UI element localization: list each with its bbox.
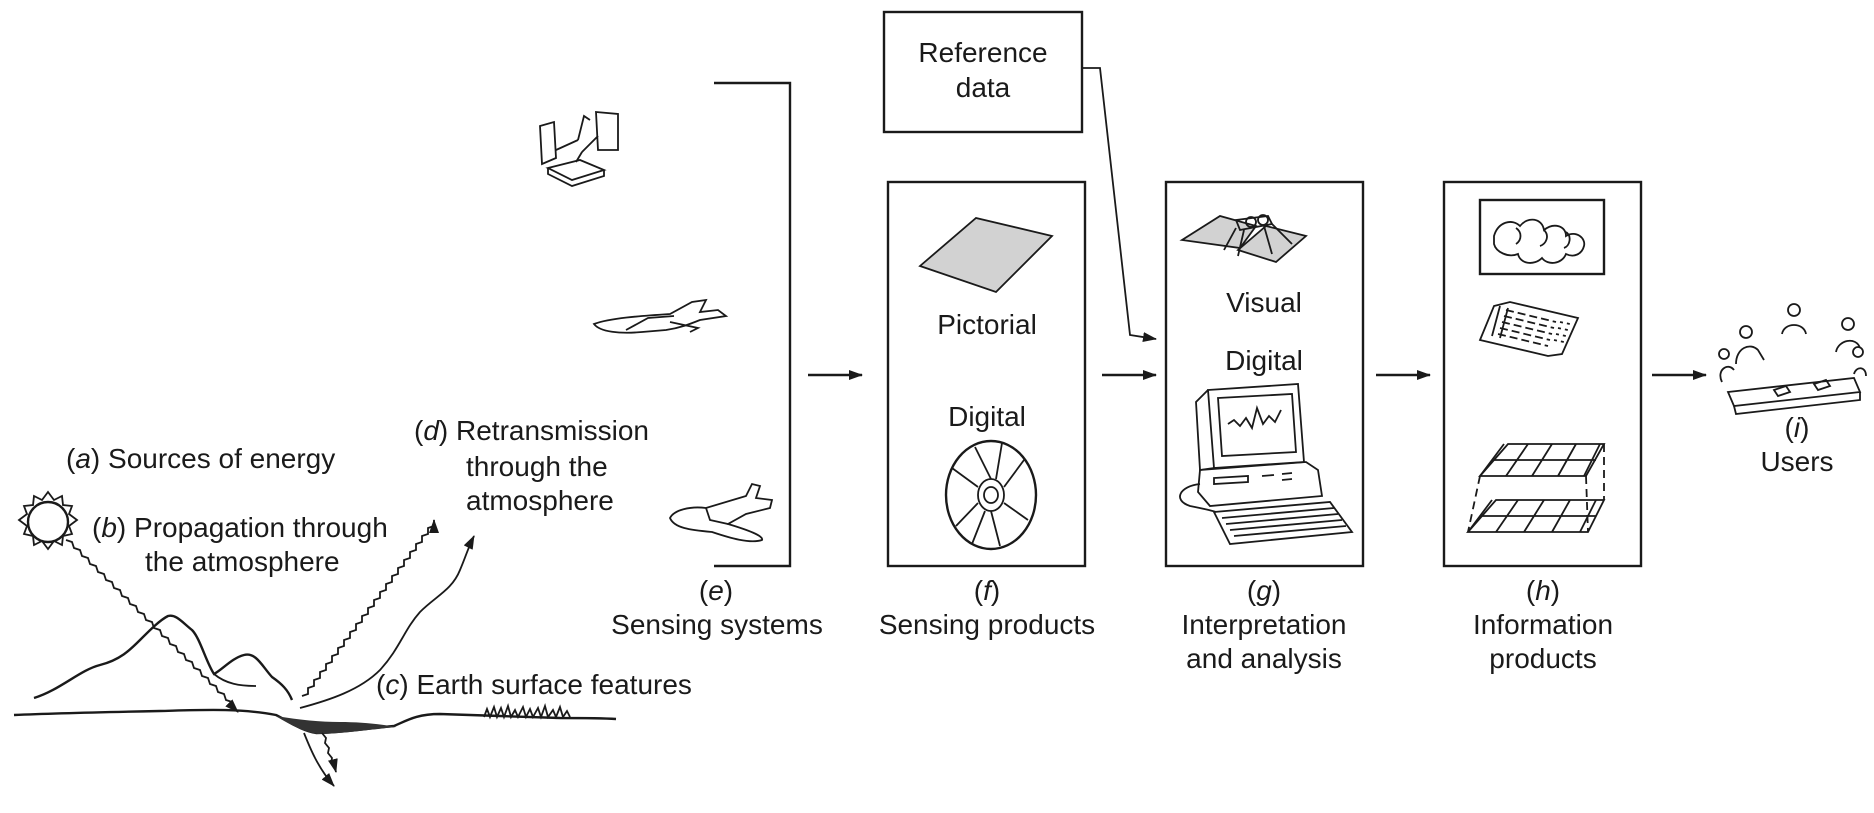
reference-line2: data bbox=[956, 72, 1011, 103]
products-digital: Digital bbox=[948, 401, 1026, 432]
label-h-line1: Information bbox=[1473, 609, 1613, 640]
label-i-text: Users bbox=[1760, 446, 1833, 477]
incoming-radiation-arrow bbox=[65, 539, 239, 713]
sun-icon bbox=[17, 490, 79, 551]
label-g-line2: and analysis bbox=[1186, 643, 1342, 674]
table-report-icon bbox=[1478, 301, 1580, 357]
airplane-icon bbox=[669, 482, 774, 543]
label-d-line3: atmosphere bbox=[466, 485, 614, 516]
ground-arrow-2 bbox=[321, 732, 338, 773]
mountain-icon bbox=[13, 614, 617, 735]
label-b-line2: the atmosphere bbox=[145, 546, 340, 577]
reference-line1: Reference bbox=[918, 37, 1047, 68]
label-e-letter: (e) bbox=[699, 575, 733, 606]
reference-arrow bbox=[1083, 67, 1157, 342]
label-d: (d) Retransmission bbox=[414, 415, 649, 446]
label-h-line2: products bbox=[1489, 643, 1596, 674]
label-e-text: Sensing systems bbox=[611, 609, 823, 640]
label-h-letter: (h) bbox=[1526, 575, 1560, 606]
map-icon bbox=[1478, 198, 1606, 276]
photo-sheet-icon bbox=[918, 217, 1054, 294]
label-a: (a) Sources of energy bbox=[66, 443, 335, 474]
ground-arrow-1 bbox=[303, 732, 335, 787]
label-f-text: Sensing products bbox=[879, 609, 1095, 640]
grid-layers-icon bbox=[1466, 443, 1606, 533]
label-c: (c) Earth surface features bbox=[376, 669, 692, 700]
products-pictorial: Pictorial bbox=[937, 309, 1037, 340]
analysis-digital: Digital bbox=[1225, 345, 1303, 376]
label-b: (b) Propagation through bbox=[92, 512, 388, 543]
satellite-icon bbox=[539, 111, 619, 187]
reference-data-box bbox=[882, 10, 1084, 134]
cd-disc-icon bbox=[944, 439, 1038, 551]
retransmission-arrow-1 bbox=[301, 519, 439, 697]
sensing-bracket bbox=[714, 81, 792, 568]
analysis-visual: Visual bbox=[1226, 287, 1302, 318]
stereoscope-icon bbox=[1179, 214, 1308, 264]
label-i-letter: (i) bbox=[1785, 412, 1810, 443]
computer-icon bbox=[1179, 383, 1354, 545]
label-g-letter: (g) bbox=[1247, 575, 1281, 606]
users-meeting-icon bbox=[1718, 303, 1867, 415]
label-f-letter: (f) bbox=[974, 575, 1000, 606]
jet-icon bbox=[592, 298, 729, 334]
label-g-line1: Interpretation bbox=[1182, 609, 1347, 640]
retransmission-arrow-2 bbox=[299, 535, 475, 709]
label-d-line2: through the bbox=[466, 451, 608, 482]
